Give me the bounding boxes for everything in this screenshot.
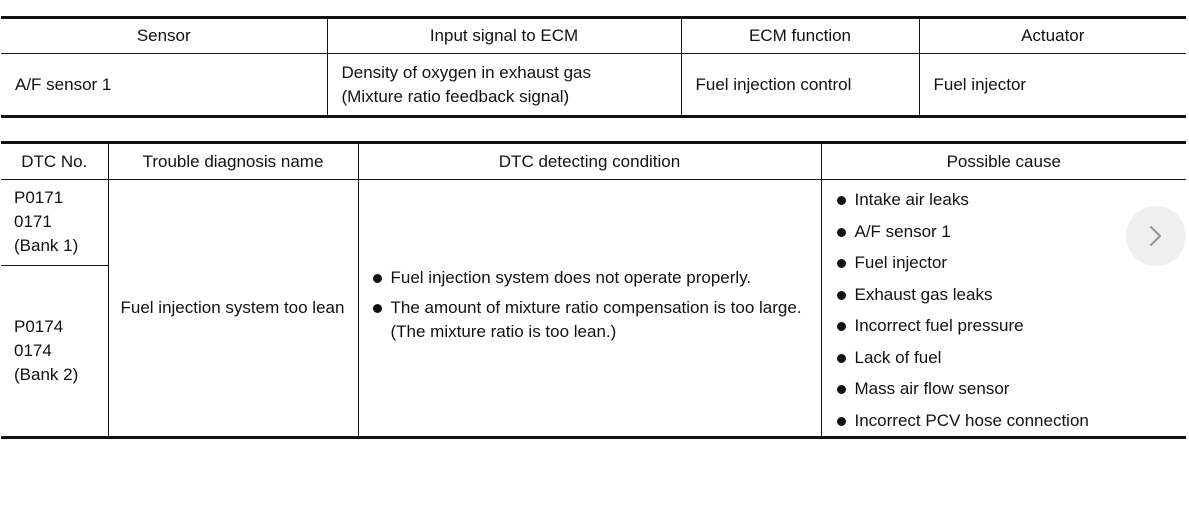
dtc-bank1-cell: P0171 0171 (Bank 1) — [1, 180, 108, 266]
cause-item: Lack of fuel — [835, 342, 1187, 374]
header-input-signal: Input signal to ECM — [326, 17, 681, 54]
cause-list: Intake air leaks A/F sensor 1 Fuel injec… — [835, 184, 1187, 436]
dtc-table: DTC No. Trouble diagnosis name DTC detec… — [1, 141, 1186, 439]
condition-item: Fuel injection system does not operate p… — [371, 266, 813, 290]
sensor-actuator-table: Sensor Input signal to ECM ECM function … — [1, 16, 1186, 118]
header-trouble-name: Trouble diagnosis name — [107, 142, 358, 180]
dtc-code-line: 0174 — [14, 340, 52, 360]
cause-item: Intake air leaks — [835, 184, 1187, 216]
next-button[interactable] — [1126, 206, 1186, 266]
cause-item: Fuel injector — [835, 247, 1187, 279]
table-row: P0171 0171 (Bank 1) Fuel injection syste… — [1, 179, 1186, 438]
cause-item: Exhaust gas leaks — [835, 279, 1187, 311]
dtc-bank2-cell: P0174 0174 (Bank 2) — [1, 264, 108, 438]
input-signal-line: Density of oxygen in exhaust gas — [341, 62, 591, 82]
cause-item: Incorrect fuel pressure — [835, 310, 1187, 342]
cell-actuator: Fuel injector — [918, 53, 1186, 117]
header-detecting-condition: DTC detecting condition — [357, 142, 821, 180]
table-row: A/F sensor 1 Density of oxygen in exhaus… — [1, 53, 1186, 117]
cell-sensor: A/F sensor 1 — [15, 74, 112, 94]
input-signal-line: (Mixture ratio feedback signal) — [341, 86, 570, 106]
table-row: P0174 0174 (Bank 2) — [1, 264, 1186, 438]
dtc-bank-line: (Bank 2) — [14, 364, 79, 384]
dtc-code-line: P0174 — [14, 316, 64, 336]
chevron-right-icon — [1149, 225, 1162, 247]
table-header-row: Sensor Input signal to ECM ECM function … — [1, 17, 1186, 54]
table-header-row: DTC No. Trouble diagnosis name DTC detec… — [1, 142, 1186, 180]
cause-cell: Intake air leaks A/F sensor 1 Fuel injec… — [820, 179, 1187, 438]
trouble-name-cell: Fuel injection system too lean — [107, 179, 358, 438]
header-ecm-function: ECM function — [680, 17, 919, 54]
header-dtc-no: DTC No. — [1, 142, 108, 180]
cell-ecm-function: Fuel injection control — [680, 53, 919, 117]
cause-item: Mass air flow sensor — [835, 373, 1187, 405]
dtc-bank-line: (Bank 1) — [14, 236, 79, 256]
cause-item: A/F sensor 1 — [835, 216, 1187, 248]
condition-item: The amount of mixture ratio compensation… — [371, 296, 813, 344]
header-sensor: Sensor — [1, 17, 327, 54]
condition-list: Fuel injection system does not operate p… — [371, 266, 813, 344]
header-actuator: Actuator — [918, 17, 1186, 54]
condition-cell: Fuel injection system does not operate p… — [357, 179, 821, 438]
dtc-code-line: P0171 — [14, 188, 64, 208]
dtc-code-line: 0171 — [14, 212, 52, 232]
cell-input-signal: Density of oxygen in exhaust gas (Mixtur… — [326, 53, 681, 117]
header-possible-cause: Possible cause — [820, 142, 1186, 180]
cause-item: Incorrect PCV hose connection — [835, 405, 1187, 437]
